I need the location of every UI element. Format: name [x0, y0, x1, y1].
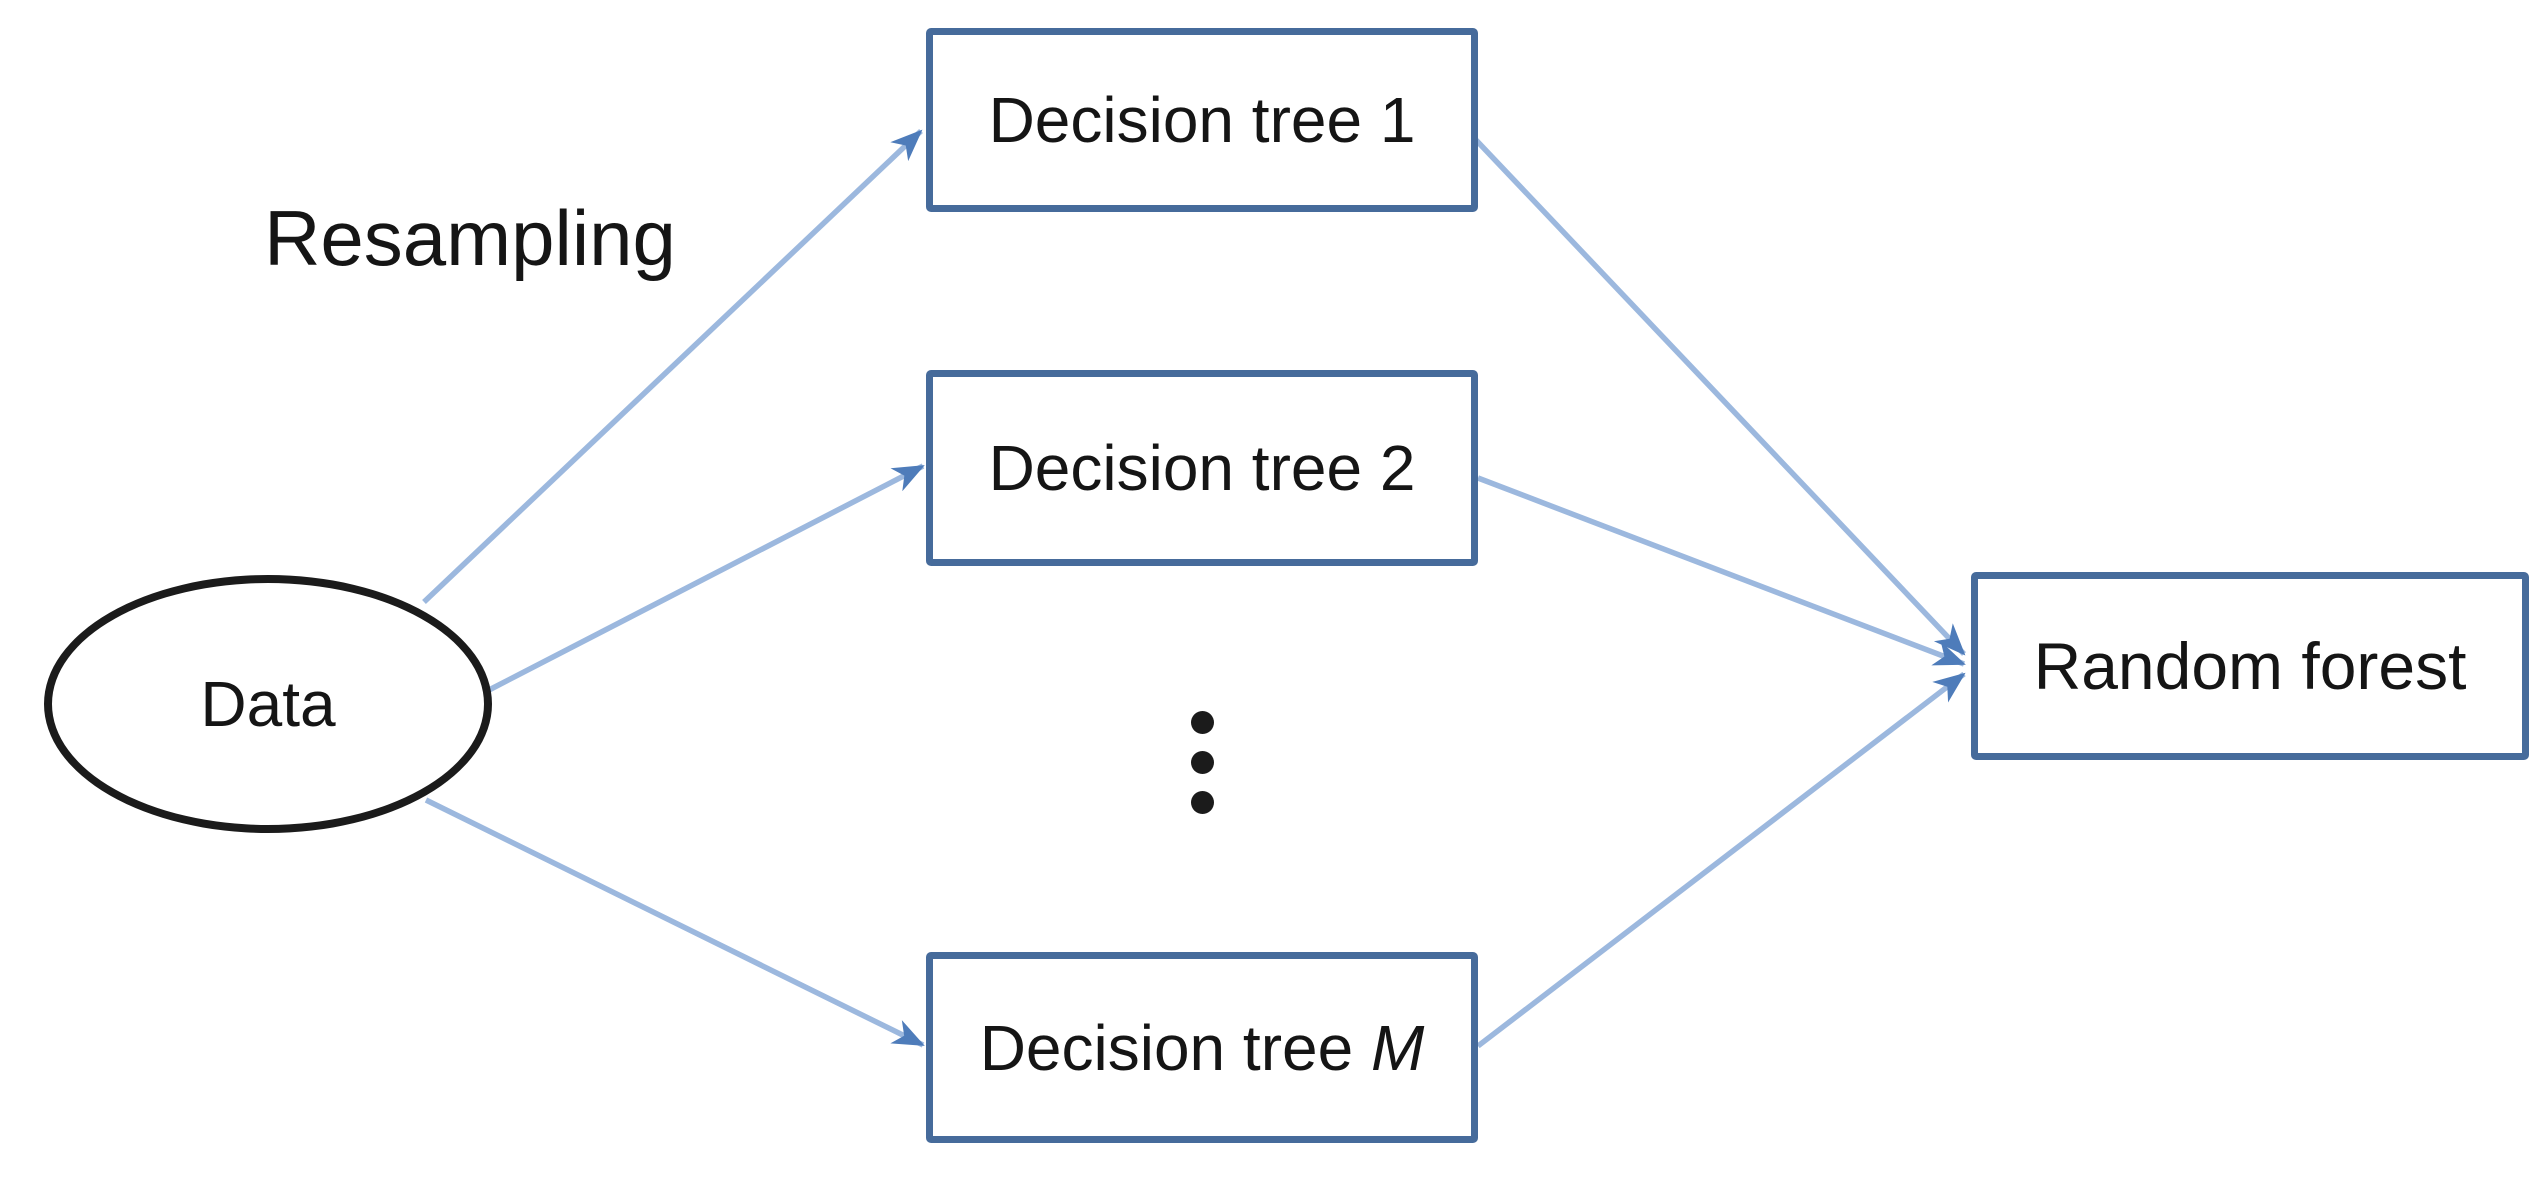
ellipsis-dot — [1190, 751, 1214, 774]
node-decision-tree-1: Decision tree 1 — [926, 28, 1478, 212]
node-decision-tree-2-label: Decision tree 2 — [988, 432, 1416, 504]
node-decision-tree-M-label: Decision tree M — [979, 1011, 1425, 1084]
ellipsis-dot — [1190, 711, 1214, 734]
arrow-tree1-to-forest — [1474, 138, 1966, 656]
arrow-tree2-to-forest — [1477, 475, 1966, 667]
arrow-data-to-tree1 — [422, 129, 923, 604]
arrow-treeM-to-forest — [1476, 671, 1966, 1049]
ellipsis-dot — [1190, 791, 1214, 814]
node-decision-tree-2: Decision tree 2 — [926, 370, 1478, 566]
node-data-label: Data — [200, 668, 336, 740]
node-random-forest: Random forest — [1971, 572, 2529, 760]
resampling-label: Resampling — [264, 194, 676, 282]
node-random-forest-label: Random forest — [2033, 629, 2467, 703]
arrow-data-to-treeM — [424, 797, 925, 1048]
node-data: Data — [44, 575, 492, 833]
tree-count-variable: M — [1370, 1011, 1425, 1084]
node-decision-tree-1-label: Decision tree 1 — [988, 84, 1416, 156]
arrow-data-to-tree2 — [487, 463, 925, 693]
node-decision-tree-M: Decision tree M — [926, 952, 1478, 1143]
more-trees-ellipsis — [1190, 711, 1214, 814]
